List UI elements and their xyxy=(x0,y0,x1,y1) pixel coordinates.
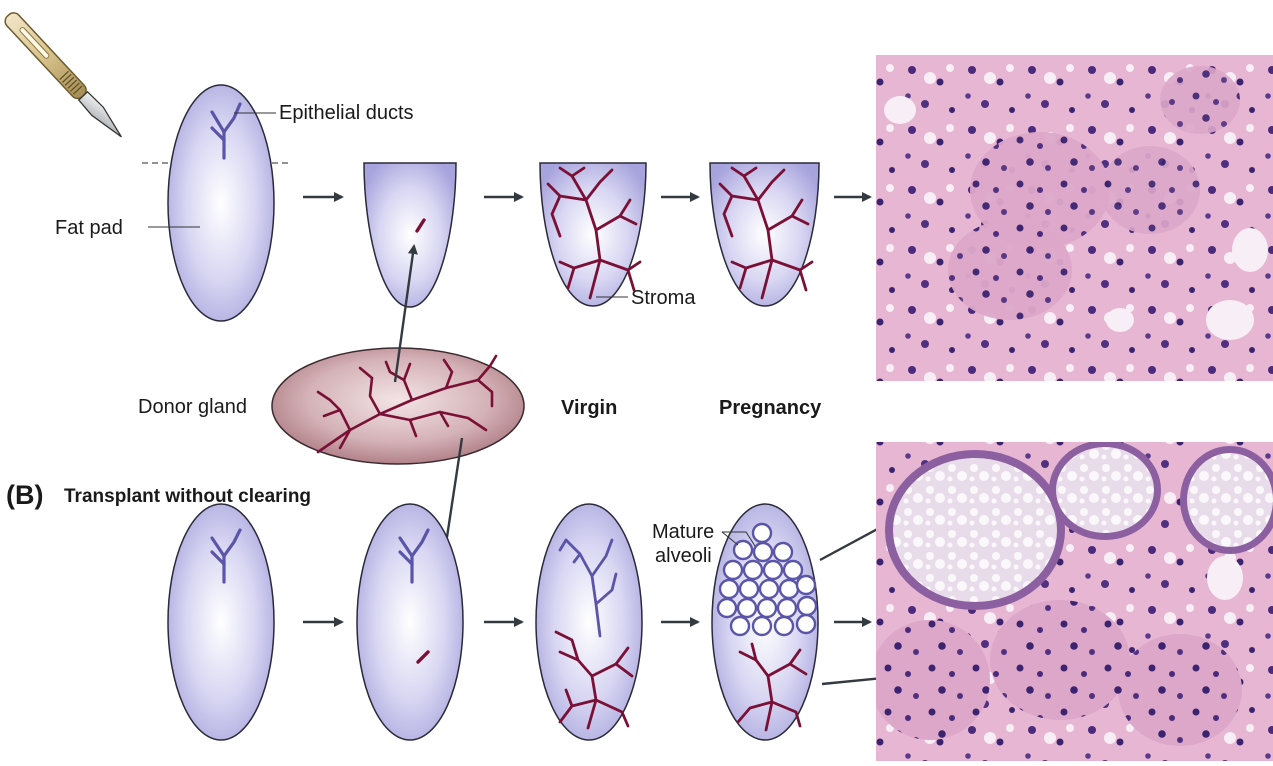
mature-alveoli-label-line2: alveoli xyxy=(655,545,712,567)
fat-pad-intact-b xyxy=(168,504,274,740)
fat-pad-intact xyxy=(168,85,274,321)
scalpel-icon xyxy=(2,10,127,142)
panel-b-letter: (B) xyxy=(6,480,43,510)
epithelial-ducts-label: Epithelial ducts xyxy=(279,102,414,124)
mature-alveoli-label-line1: Mature xyxy=(652,521,714,543)
fat-pad-virgin xyxy=(540,163,646,306)
virgin-label: Virgin xyxy=(561,397,617,419)
pregnancy-label: Pregnancy xyxy=(719,397,822,419)
fat-pad-pregnancy xyxy=(710,163,819,306)
fat-pad-mixed-virgin xyxy=(536,504,642,740)
fat-pad-uncleared xyxy=(357,504,463,740)
stroma-label: Stroma xyxy=(631,287,696,309)
donor-gland-label: Donor gland xyxy=(138,396,247,418)
fat-pad-label: Fat pad xyxy=(55,217,123,239)
fat-pad-mixed-pregnancy xyxy=(712,504,818,740)
histology-micrograph-bottom xyxy=(870,440,1273,761)
histology-micrograph-top xyxy=(876,55,1273,381)
panel-b-title: Transplant without clearing xyxy=(64,486,311,507)
fat-pad-cleared xyxy=(364,163,456,307)
micrograph-gap xyxy=(876,381,1273,442)
